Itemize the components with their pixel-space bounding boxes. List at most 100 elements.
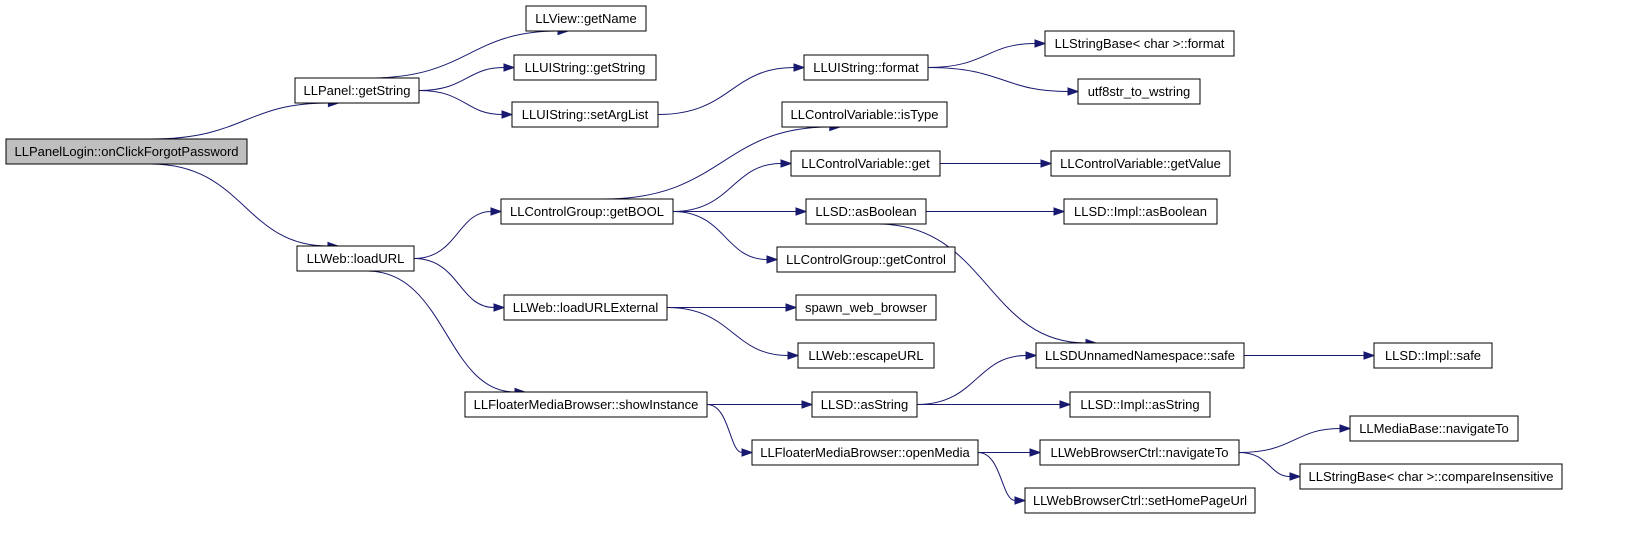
edge-cv-get-to-cv-getValue [940, 159, 1053, 168]
node-box [1299, 463, 1563, 490]
edge-sd-unnamed-safe-to-sdimpl-safe [1244, 351, 1376, 360]
node-cv-isType[interactable]: LLControlVariable::isType [781, 101, 948, 128]
edge-line [877, 223, 1087, 344]
node-box [790, 150, 941, 177]
arrowhead-icon [490, 207, 503, 216]
node-utf8str-to-wstring[interactable]: utf8str_to_wstring [1077, 78, 1201, 105]
node-box [500, 198, 674, 225]
arrowhead-icon [787, 351, 800, 360]
edge-sd-asBoolean-to-sdimpl-asBoolean [926, 207, 1066, 216]
node-box [525, 5, 647, 32]
node-label: LLStringBase< char >::format [1055, 36, 1225, 51]
node-spawn-web-browser[interactable]: spawn_web_browser [795, 294, 937, 321]
node-sdimpl-asBoolean[interactable]: LLSD::Impl::asBoolean [1063, 198, 1218, 225]
arrowhead-icon [766, 255, 779, 264]
edge-web-loadURLExternal-to-web-escapeURL [666, 307, 800, 360]
node-uistring-setArgList[interactable]: LLUIString::setArgList [511, 101, 659, 128]
node-uistring-getString[interactable]: LLUIString::getString [513, 54, 657, 81]
node-label: LLPanel::getString [304, 83, 411, 98]
node-stringbase-format[interactable]: LLStringBase< char >::format [1044, 30, 1235, 57]
node-web-escapeURL[interactable]: LLWeb::escapeURL [797, 342, 935, 369]
edge-wbc-navigateTo-to-stringbase-compareInsensitive [1238, 452, 1302, 481]
edge-line [977, 452, 1016, 501]
node-uistring-format[interactable]: LLUIString::format [803, 54, 929, 81]
node-label: LLWeb::loadURLExternal [513, 300, 659, 315]
arrowhead-icon [1029, 448, 1042, 457]
node-box [1050, 150, 1231, 177]
node-box [1077, 78, 1201, 105]
node-box [803, 54, 929, 81]
arrowhead-icon [1363, 351, 1376, 360]
edge-sd-asBoolean-to-sd-unnamed-safe [877, 223, 1098, 348]
node-label: LLWebBrowserCtrl::setHomePageUrl [1033, 493, 1247, 508]
edge-uistring-format-to-utf8str-to-wstring [927, 67, 1080, 96]
arrowhead-icon [780, 159, 793, 168]
arrowhead-icon [1289, 472, 1302, 481]
node-panel-getString[interactable]: LLPanel::getString [294, 77, 420, 104]
edge-cg-getBOOL-to-cg-getControl [672, 211, 779, 264]
node-web-loadURLExternal[interactable]: LLWeb::loadURLExternal [503, 294, 668, 321]
node-label: LLSD::asString [821, 397, 908, 412]
node-label: LLWebBrowserCtrl::navigateTo [1051, 445, 1229, 460]
edge-line [413, 211, 492, 259]
node-wbc-setHomePageUrl[interactable]: LLWebBrowserCtrl::setHomePageUrl [1024, 487, 1256, 514]
node-wbc-navigateTo[interactable]: LLWebBrowserCtrl::navigateTo [1039, 439, 1240, 466]
arrowhead-icon [785, 303, 798, 312]
node-label: LLSD::Impl::asBoolean [1074, 204, 1207, 219]
node-cg-getBOOL[interactable]: LLControlGroup::getBOOL [500, 198, 674, 225]
edge-root-to-panel-getString [150, 98, 340, 140]
node-mediabase-navigateTo[interactable]: LLMediaBase::navigateTo [1349, 415, 1519, 442]
edge-fmb-showInstance-to-sd-asString [707, 400, 814, 409]
node-sd-unnamed-safe[interactable]: LLSDUnnamedNamespace::safe [1035, 342, 1245, 369]
edge-line [150, 102, 329, 140]
node-box [776, 246, 956, 273]
node-label: LLSD::Impl::asString [1080, 397, 1199, 412]
node-cv-getValue[interactable]: LLControlVariable::getValue [1050, 150, 1231, 177]
node-sdimpl-asString[interactable]: LLSD::Impl::asString [1069, 391, 1211, 418]
edge-line [413, 258, 495, 308]
node-sd-asString[interactable]: LLSD::asString [811, 391, 918, 418]
node-label: LLControlGroup::getBOOL [510, 204, 664, 219]
edge-line [1238, 428, 1341, 453]
node-label: LLUIString::format [813, 60, 919, 75]
edge-web-loadURLExternal-to-spawn-web-browser [666, 303, 798, 312]
node-view-getName[interactable]: LLView::getName [525, 5, 647, 32]
node-box [513, 54, 657, 81]
node-label: LLMediaBase::navigateTo [1359, 421, 1509, 436]
node-web-loadURL[interactable]: LLWeb::loadURL [296, 245, 415, 272]
node-sd-asBoolean[interactable]: LLSD::asBoolean [805, 198, 927, 225]
arrowhead-icon [741, 448, 754, 457]
arrowhead-icon [1040, 159, 1053, 168]
node-label: LLPanelLogin::onClickForgotPassword [14, 144, 238, 159]
node-root[interactable]: LLPanelLogin::onClickForgotPassword [5, 138, 248, 165]
node-box [1039, 439, 1240, 466]
node-label: LLControlVariable::isType [791, 107, 939, 122]
node-label: LLStringBase< char >::compareInsensitive [1309, 469, 1554, 484]
node-fmb-showInstance[interactable]: LLFloaterMediaBrowser::showInstance [464, 391, 708, 418]
edge-sd-asString-to-sdimpl-asString [917, 400, 1072, 409]
edge-line [672, 163, 782, 212]
arrowhead-icon [493, 303, 506, 312]
node-label: LLWeb::escapeURL [808, 348, 923, 363]
edge-wbc-navigateTo-to-mediabase-navigateTo [1238, 424, 1352, 453]
node-box [503, 294, 668, 321]
edge-panel-getString-to-uistring-getString [418, 63, 516, 91]
node-box [781, 101, 948, 128]
node-stringbase-compareInsensitive[interactable]: LLStringBase< char >::compareInsensitive [1299, 463, 1563, 490]
node-fmb-openMedia[interactable]: LLFloaterMediaBrowser::openMedia [751, 439, 979, 466]
edge-line [706, 404, 743, 453]
edge-line [1238, 452, 1291, 477]
arrowhead-icon [1025, 351, 1038, 360]
arrowhead-icon [795, 207, 808, 216]
node-cg-getControl[interactable]: LLControlGroup::getControl [776, 246, 956, 273]
arrowhead-icon [1339, 424, 1352, 433]
node-box [464, 391, 708, 418]
node-box [1373, 342, 1493, 369]
node-sdimpl-safe[interactable]: LLSD::Impl::safe [1373, 342, 1493, 369]
node-box [511, 101, 659, 128]
node-cv-get[interactable]: LLControlVariable::get [790, 150, 941, 177]
edge-fmb-showInstance-to-fmb-openMedia [706, 404, 754, 457]
arrowhead-icon [503, 63, 516, 72]
node-box [1024, 487, 1256, 514]
node-label: LLSDUnnamedNamespace::safe [1045, 348, 1235, 363]
